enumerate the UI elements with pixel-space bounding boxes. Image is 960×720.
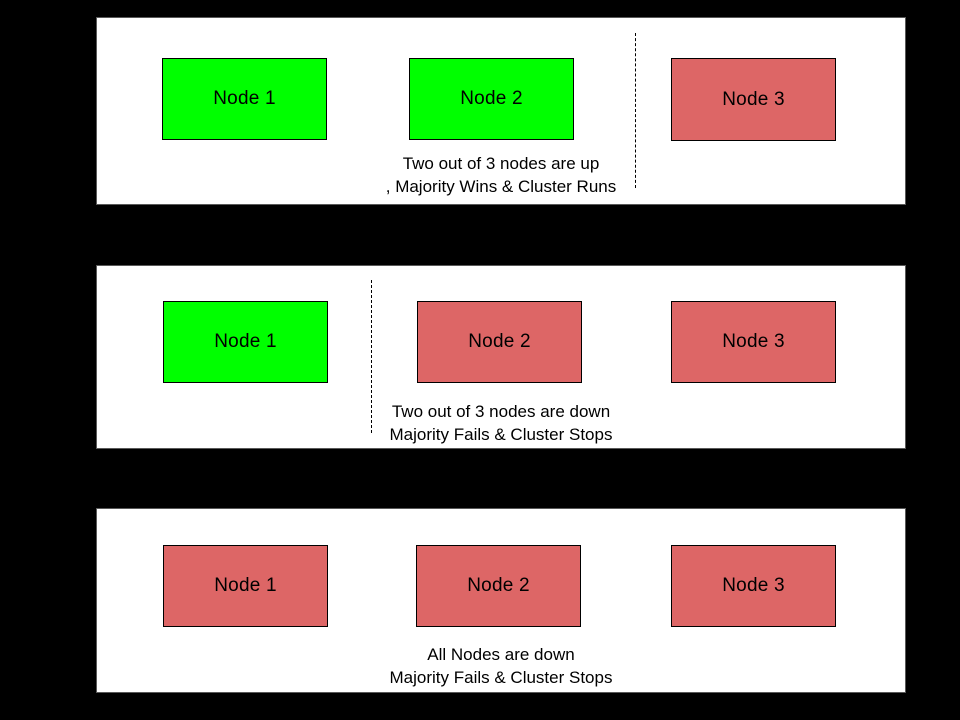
node-box-up: Node 1	[162, 58, 327, 140]
node-box-down: Node 3	[671, 58, 836, 141]
scenario-panel-all-nodes-down: Node 1 Node 2 Node 3 All Nodes are down …	[96, 508, 906, 693]
node-label: Node 1	[214, 575, 277, 596]
panel-caption: Two out of 3 nodes are down Majority Fai…	[97, 400, 905, 446]
node-label: Node 2	[468, 331, 531, 352]
node-box-down: Node 3	[671, 301, 836, 383]
scenario-panel-two-nodes-down: Node 1 Node 2 Node 3 Two out of 3 nodes …	[96, 265, 906, 449]
node-box-down: Node 3	[671, 545, 836, 627]
node-box-down: Node 2	[417, 301, 582, 383]
partition-dashed-line	[371, 280, 372, 433]
node-label: Node 3	[722, 575, 785, 596]
node-label: Node 1	[214, 331, 277, 352]
node-label: Node 1	[213, 88, 276, 109]
caption-line: , Majority Wins & Cluster Runs	[385, 177, 617, 196]
panel-caption: Two out of 3 nodes are up , Majority Win…	[97, 152, 905, 198]
node-box-up: Node 2	[409, 58, 574, 140]
node-box-down: Node 2	[416, 545, 581, 627]
caption-line: All Nodes are down	[427, 645, 575, 664]
panel-caption: All Nodes are down Majority Fails & Clus…	[97, 643, 905, 689]
node-label: Node 2	[460, 88, 523, 109]
scenario-panel-two-nodes-up: Node 1 Node 2 Node 3 Two out of 3 nodes …	[96, 17, 906, 205]
caption-line: Majority Fails & Cluster Stops	[389, 425, 613, 444]
node-label: Node 3	[722, 331, 785, 352]
partition-dashed-line	[635, 33, 636, 188]
node-box-down: Node 1	[163, 545, 328, 627]
node-label: Node 2	[467, 575, 530, 596]
node-label: Node 3	[722, 88, 785, 110]
caption-line: Two out of 3 nodes are up	[402, 154, 600, 173]
node-box-up: Node 1	[163, 301, 328, 383]
caption-line: Two out of 3 nodes are down	[391, 402, 611, 421]
caption-line: Majority Fails & Cluster Stops	[389, 668, 613, 687]
